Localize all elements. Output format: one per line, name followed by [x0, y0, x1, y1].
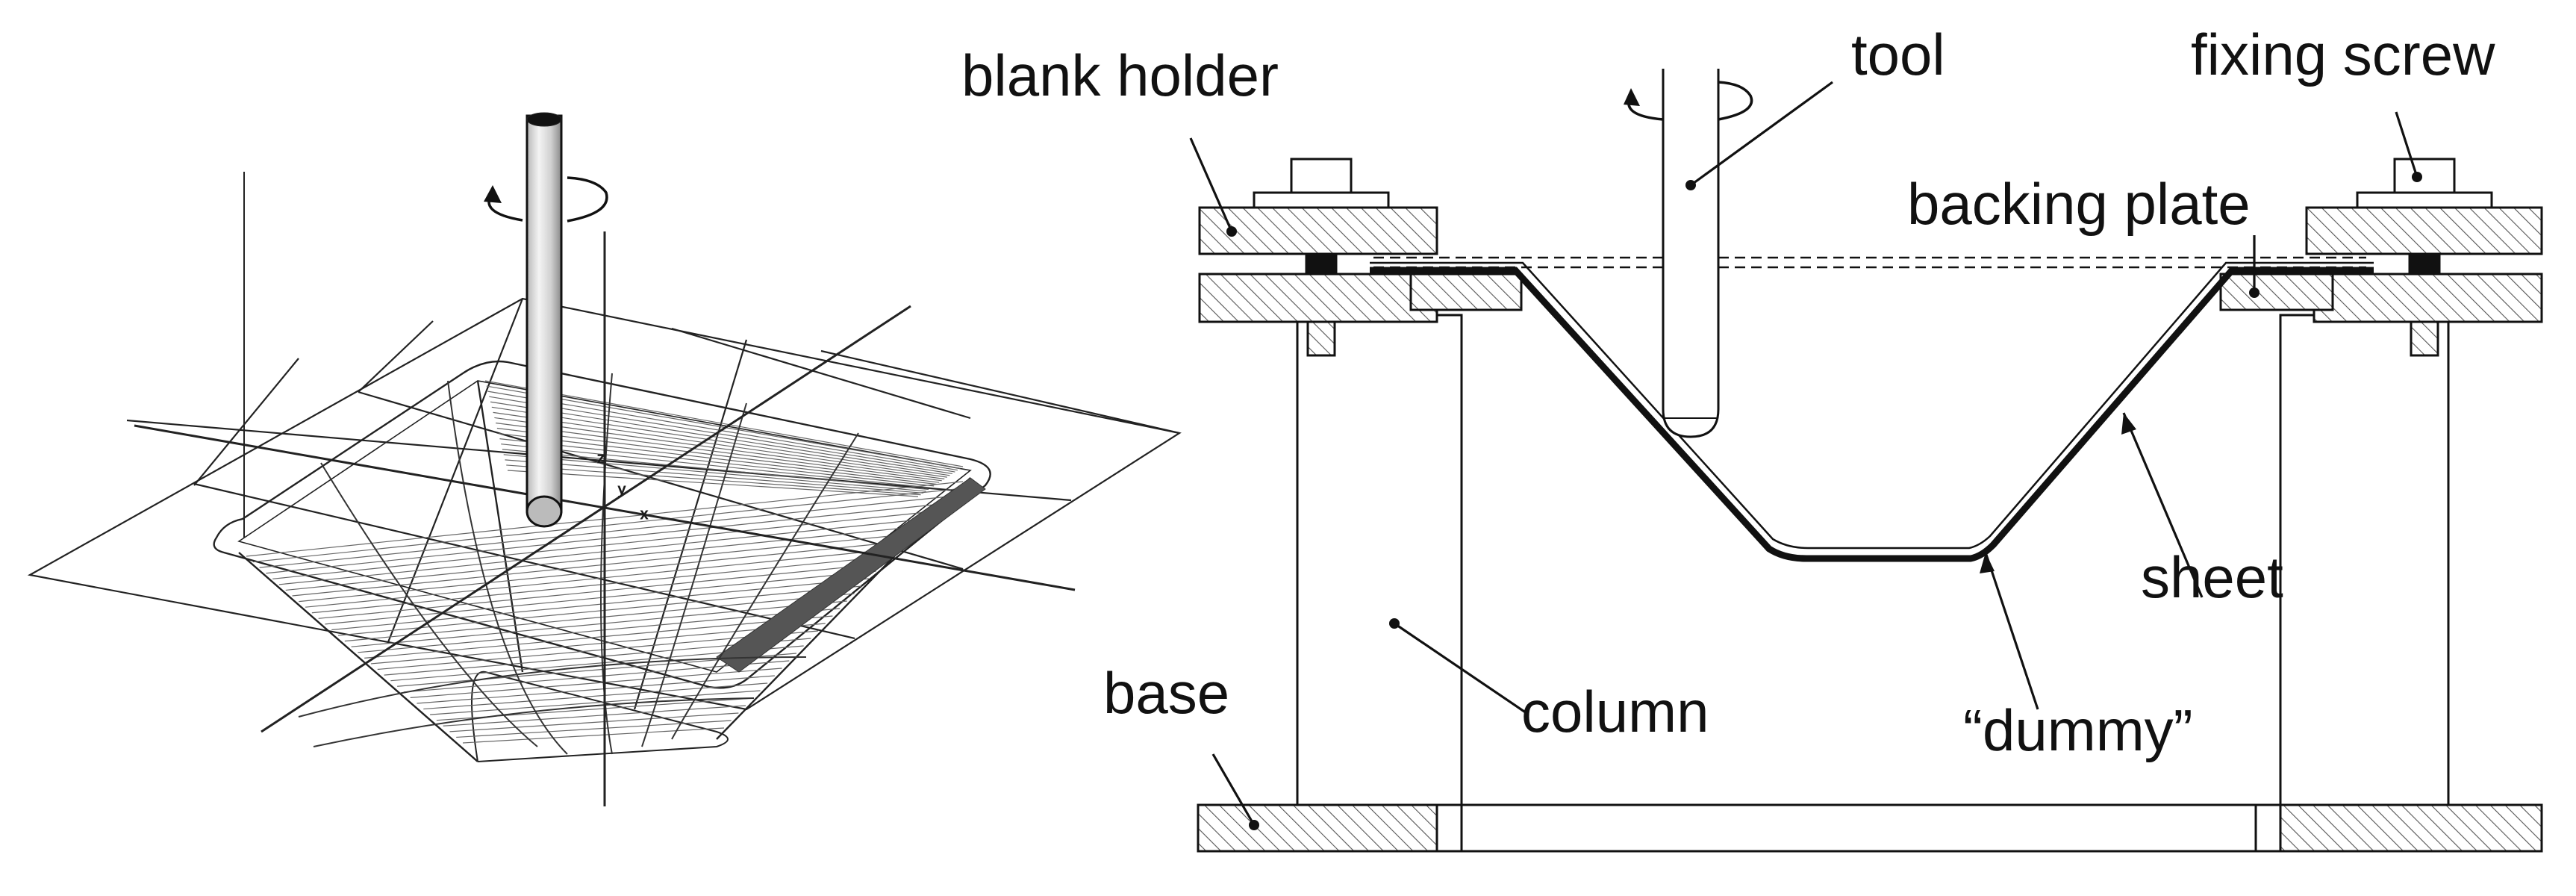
toolpath-line — [417, 675, 775, 704]
right-panel-cross-section — [1189, 69, 2543, 853]
columns — [1296, 314, 2450, 806]
toolpath-line — [462, 727, 725, 744]
label-base: base — [1103, 660, 1229, 726]
toolpath-line — [351, 600, 847, 647]
toolpath-line — [364, 615, 833, 659]
toolpath-line — [491, 406, 950, 476]
shaded-wall — [716, 477, 986, 673]
label-dummy: “dummy” — [1963, 697, 2193, 763]
label-blank-holder: blank holder — [961, 43, 1279, 108]
fixing-screws — [1253, 158, 2493, 357]
toolpath-line — [486, 385, 961, 469]
rotation-arrowhead — [1624, 88, 1640, 106]
toolpath-line — [507, 470, 919, 497]
toolpath-line — [498, 432, 937, 485]
labels: blank holder tool fixing screw backing p… — [961, 22, 2495, 763]
original-sheet-plane — [1373, 256, 2366, 269]
left-panel-3d-sketch: z y x — [27, 112, 1182, 806]
label-column: column — [1521, 679, 1709, 744]
toolpath-line — [423, 682, 768, 710]
toolpath-line — [358, 608, 841, 653]
toolpath-line — [285, 526, 920, 591]
label-tool: tool — [1851, 22, 1945, 87]
blank-holders — [1198, 206, 2543, 255]
toolpath-line — [430, 690, 761, 715]
tool-3d — [526, 112, 563, 528]
lower-plates — [1198, 273, 2543, 323]
axis-label-y: y — [618, 482, 626, 498]
toolpath-line — [490, 401, 952, 475]
toolpath-line — [489, 396, 955, 473]
toolpath-line — [449, 712, 739, 732]
toolpath-line — [456, 720, 732, 738]
dummy-sheet — [1370, 261, 2374, 550]
sheet-arrowhead — [2121, 413, 2136, 435]
toolpath-line — [494, 417, 945, 480]
toolpath-line — [370, 623, 826, 665]
dummy-arrowhead — [1980, 553, 1995, 573]
toolpath-line — [503, 454, 926, 492]
toolpath-line — [337, 585, 862, 636]
leader-dots — [1226, 172, 2422, 830]
toolpath-line — [443, 705, 746, 727]
toolpath-line — [403, 660, 790, 693]
toolpath-line — [278, 518, 927, 585]
label-backing-plate: backing plate — [1907, 171, 2251, 237]
rotation-arrowhead-3d — [484, 185, 502, 203]
leader-lines — [1189, 81, 2418, 826]
toolpath-line — [499, 438, 935, 487]
toolpath-line — [344, 593, 855, 642]
toolpath-line — [496, 422, 942, 482]
base-plate — [1197, 803, 2543, 853]
toolpath-line — [506, 464, 921, 496]
toolpath-line — [487, 391, 958, 471]
toolpath-line — [299, 541, 905, 603]
label-fixing-screw: fixing screw — [2191, 22, 2495, 87]
axis-label-z: z — [597, 450, 605, 467]
toolpath-line — [496, 427, 940, 483]
coordinate-axes — [134, 172, 1076, 806]
axis-label-x: x — [640, 506, 648, 523]
toolpath-line — [501, 444, 932, 488]
mesh-curves — [298, 373, 859, 755]
toolpath-line — [272, 511, 935, 579]
toolpath-line — [493, 411, 947, 478]
toolpath-line — [505, 459, 924, 494]
toolpath-line — [502, 449, 929, 491]
toolpath-line — [484, 380, 964, 467]
toolpath-line — [410, 668, 782, 698]
formed-sheet — [1370, 267, 2374, 562]
label-sheet: sheet — [2141, 544, 2283, 610]
tool-cross-section — [1662, 69, 1720, 438]
backing-plates — [1409, 273, 2334, 311]
